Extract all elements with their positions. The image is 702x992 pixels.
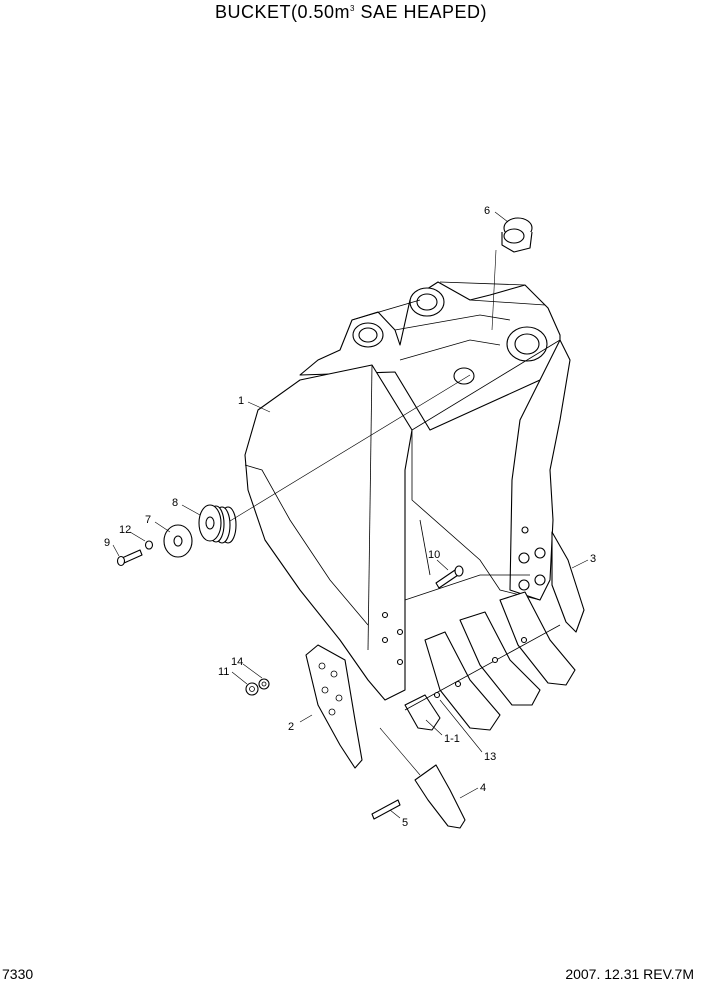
washer-part-14 <box>258 678 270 690</box>
callout-12: 12 <box>119 524 131 536</box>
page-number: 7330 <box>2 966 34 982</box>
leader-5 <box>389 809 401 819</box>
bushing-part-6 <box>501 217 533 253</box>
leader-14 <box>242 663 263 679</box>
leader-4 <box>459 787 479 799</box>
side-cutter-right <box>551 531 585 633</box>
leader-9 <box>112 544 120 557</box>
callout-2: 2 <box>288 721 294 733</box>
washer-part-12 <box>144 540 154 550</box>
leader-1-1 <box>425 719 443 736</box>
leader-7 <box>154 521 171 533</box>
tooth-part-4 <box>414 764 466 829</box>
leader-2 <box>299 714 313 723</box>
axis-tooth <box>379 727 421 776</box>
date-revision: 2007. 12.31 REV.7M <box>565 966 694 982</box>
callout-14: 14 <box>231 656 243 668</box>
leader-10 <box>436 559 449 571</box>
callout-7: 7 <box>145 514 151 526</box>
bucket-hinge-plates <box>299 281 561 431</box>
title-main: BUCKET(0.50m <box>214 2 351 22</box>
leader-12 <box>129 531 146 542</box>
nut-part-11 <box>245 682 259 696</box>
callout-6: 6 <box>484 205 490 217</box>
callout-4: 4 <box>480 782 486 794</box>
plate-part-7 <box>163 524 193 558</box>
callout-5: 5 <box>402 817 408 829</box>
callout-1-1: 1-1 <box>444 733 460 745</box>
leader-1 <box>247 401 271 413</box>
page-title: BUCKET(0.50m3 SAE HEAPED) <box>0 2 702 23</box>
callout-9: 9 <box>104 537 110 549</box>
leader-8 <box>181 504 201 516</box>
leader-3 <box>571 559 589 569</box>
leader-13 <box>439 699 483 753</box>
title-rest: SAE HEAPED) <box>354 2 488 22</box>
pin-part-5 <box>371 799 401 820</box>
callout-1: 1 <box>238 395 244 407</box>
shim-part-8 <box>198 504 237 544</box>
callout-3: 3 <box>590 553 596 565</box>
bucket-teeth <box>404 591 576 731</box>
callout-13: 13 <box>484 751 496 763</box>
leader-11 <box>231 671 248 685</box>
callout-10: 10 <box>428 549 440 561</box>
axis-shims <box>229 374 471 522</box>
title-superscript: 3 <box>350 4 355 13</box>
callout-11: 11 <box>218 666 229 678</box>
bolt-part-9 <box>116 549 143 567</box>
axis-6 <box>491 249 497 331</box>
callout-8: 8 <box>172 497 178 509</box>
side-cutter-left <box>305 644 363 769</box>
leader-6 <box>494 211 509 223</box>
bolt-part-10 <box>435 565 464 589</box>
